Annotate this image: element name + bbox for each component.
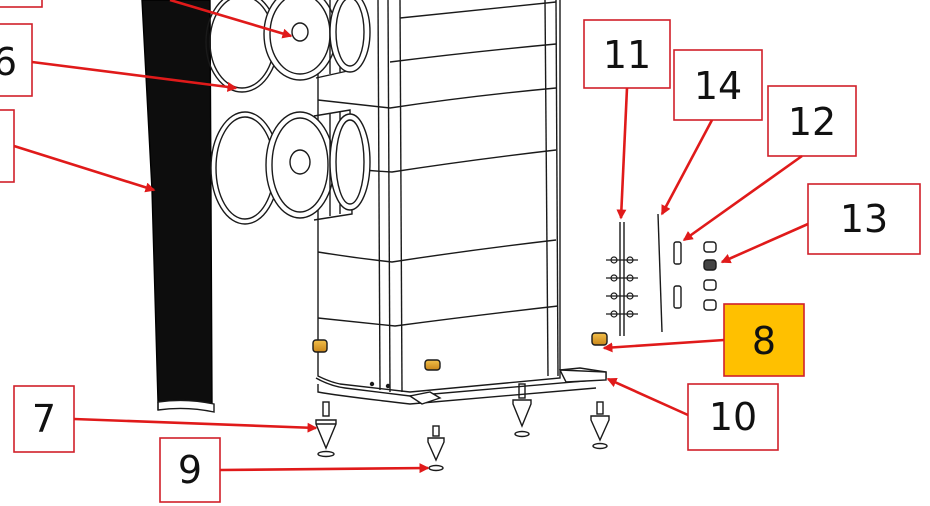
foot-pad-left xyxy=(312,339,328,353)
callout-14: 14 xyxy=(694,64,742,108)
foot-pad-center xyxy=(424,359,441,371)
line-art xyxy=(141,0,717,472)
arrow-13 xyxy=(720,222,809,264)
arrow-12 xyxy=(682,154,803,242)
callout-9: 9 xyxy=(178,448,202,492)
arrow-11 xyxy=(616,87,629,220)
callout-box-10 xyxy=(687,383,779,451)
binding-posts xyxy=(703,241,717,311)
arrow-left-edge xyxy=(13,144,156,193)
callout-box-6 xyxy=(0,23,33,97)
callout-11: 11 xyxy=(603,33,651,77)
callout-box-13 xyxy=(807,183,921,255)
arrow-8 xyxy=(602,338,725,353)
callout-13: 13 xyxy=(840,197,888,241)
arrow-6 xyxy=(31,60,238,92)
rod-part xyxy=(657,213,663,333)
spike-feet xyxy=(315,383,610,472)
callout-box-top-left xyxy=(0,0,43,8)
callout-10: 10 xyxy=(709,395,757,439)
arrow-10 xyxy=(606,377,689,417)
grille-panel xyxy=(141,0,215,413)
arrow-9 xyxy=(219,463,430,474)
callout-6: 6 xyxy=(0,40,17,84)
driver-bottom-assembly xyxy=(210,109,371,225)
foot-pad-right xyxy=(591,332,608,346)
arrow-top-left xyxy=(169,0,293,39)
jumper-links xyxy=(673,241,682,309)
callout-box-12 xyxy=(767,85,857,157)
callout-labels: 6 7 8 9 10 11 12 13 14 xyxy=(0,33,888,492)
cabinet xyxy=(315,0,607,405)
callout-7: 7 xyxy=(32,397,56,441)
callout-box-8 xyxy=(723,303,805,377)
leader-arrows xyxy=(13,0,809,474)
callout-box-left-edge xyxy=(0,109,15,183)
terminal-strip xyxy=(606,222,638,336)
callout-box-11 xyxy=(583,19,671,89)
arrow-7 xyxy=(73,417,318,433)
arrow-14 xyxy=(660,119,714,216)
callout-12: 12 xyxy=(788,100,836,144)
callout-box-14 xyxy=(673,49,763,121)
driver-top-assembly xyxy=(205,0,371,93)
callout-8: 8 xyxy=(752,319,776,363)
callout-box-9 xyxy=(159,437,221,503)
